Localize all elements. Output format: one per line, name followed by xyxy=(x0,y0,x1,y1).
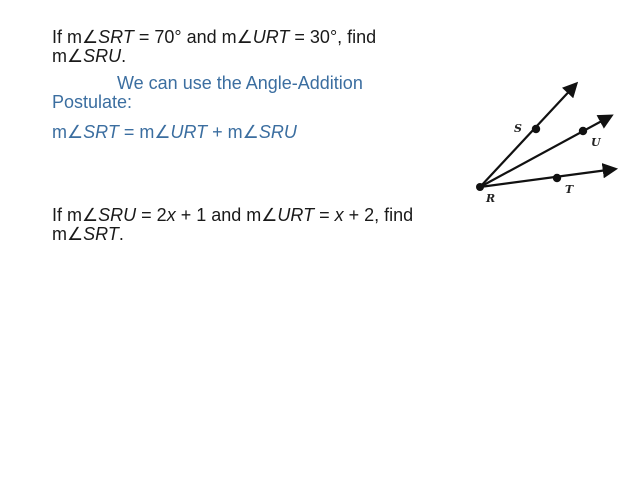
angle-srt: SRT xyxy=(83,122,119,142)
point-r xyxy=(476,183,484,191)
ray-rs xyxy=(479,81,579,188)
angle-urt: URT xyxy=(252,27,290,47)
ray-rt xyxy=(479,162,619,189)
text: m∠ xyxy=(52,46,84,66)
problem-2-text: If m∠SRU = 2x + 1 and m∠URT = x + 2, fin… xyxy=(52,206,452,244)
variable-x: x xyxy=(334,205,344,225)
point-t xyxy=(552,173,562,183)
solution-line-1: We can use the Angle-Addition xyxy=(117,73,363,93)
text: = 2 xyxy=(136,205,167,225)
text: = xyxy=(314,205,335,225)
text: . xyxy=(118,224,124,244)
text: If m∠ xyxy=(52,205,99,225)
angle-sru: SRU xyxy=(98,205,137,225)
label-u: U xyxy=(591,136,602,149)
ray-ru xyxy=(479,114,614,188)
text: m∠ xyxy=(52,224,84,244)
point-s xyxy=(531,124,541,134)
label-t: T xyxy=(565,183,574,196)
label-r: R xyxy=(485,192,495,205)
text: + m∠ xyxy=(207,122,259,142)
angle-sru: SRU xyxy=(83,46,122,66)
text: m∠ xyxy=(52,122,84,142)
angle-figure: S U T R xyxy=(476,81,619,205)
angle-urt: URT xyxy=(170,122,208,142)
angle-srt: SRT xyxy=(83,224,119,244)
angle-srt: SRT xyxy=(98,27,134,47)
text: = 70° and m∠ xyxy=(133,27,253,47)
problem-1-text: If m∠SRT = 70° and m∠URT = 30°, find m∠S… xyxy=(52,28,432,66)
point-u xyxy=(578,126,588,136)
text: = 30°, find xyxy=(289,27,377,47)
angle-addition-equation: m∠SRT = m∠URT + m∠SRU xyxy=(52,122,297,143)
variable-x: x xyxy=(166,205,176,225)
angle-urt: URT xyxy=(277,205,315,225)
text: + 1 and m∠ xyxy=(175,205,278,225)
angle-sru: SRU xyxy=(258,122,297,142)
text: . xyxy=(121,46,127,66)
solution-line-2: Postulate: xyxy=(52,92,133,112)
text: = m∠ xyxy=(118,122,171,142)
text: If m∠ xyxy=(52,27,99,47)
label-s: S xyxy=(514,122,522,135)
solution-text: We can use the Angle-Addition Postulate: xyxy=(52,74,432,112)
text: + 2, find xyxy=(343,205,414,225)
